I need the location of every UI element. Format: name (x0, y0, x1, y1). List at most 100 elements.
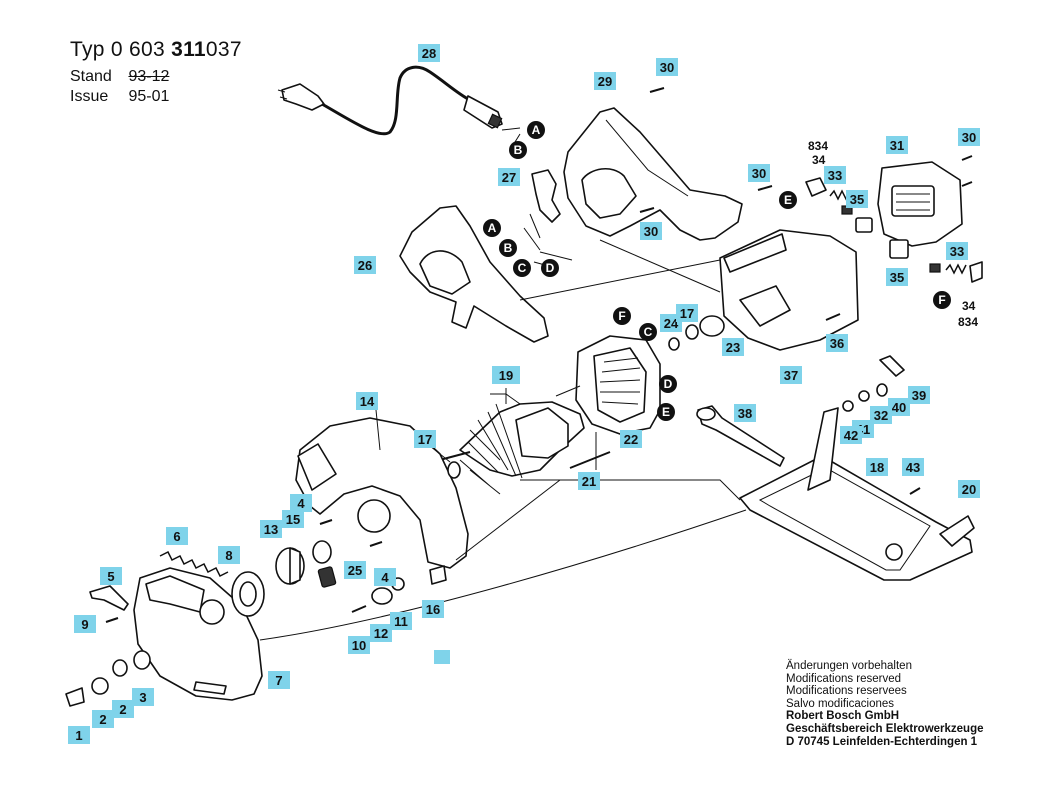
part-callout: 2 (92, 710, 114, 728)
part-callout-number: 30 (660, 60, 674, 75)
part-callout: 6 (166, 527, 188, 545)
type-prefix: 0 603 (110, 38, 165, 61)
part-callout-number: 35 (850, 192, 864, 207)
connection-letter: A (488, 221, 497, 235)
part-callout-number: 23 (726, 340, 740, 355)
connection-letter: A (532, 123, 541, 137)
assembly-lines (259, 127, 747, 641)
stand-value: 93-12 (128, 68, 170, 85)
part-callout: 37 (780, 366, 802, 384)
brushes-and-springs (805, 177, 983, 283)
part-callout: 30 (640, 222, 662, 240)
connection-letter: F (618, 309, 625, 323)
connection-label: C (513, 259, 531, 277)
variant-label: 34 (962, 299, 976, 313)
part-callout: 22 (620, 430, 642, 448)
part-callout-number: 16 (426, 602, 440, 617)
connection-label: F (613, 307, 631, 325)
part-callout-number: 2 (119, 702, 126, 717)
part-callout: 4 (290, 494, 312, 512)
connection-label: A (527, 121, 545, 139)
lower-guard (133, 567, 263, 701)
part-callout: 43 (902, 458, 924, 476)
connection-letter: B (504, 241, 513, 255)
part-callout-number: 43 (906, 460, 920, 475)
company-name: Robert Bosch GmbH (786, 710, 900, 723)
part-callout: 18 (866, 458, 888, 476)
part-callout: 10 (348, 636, 370, 654)
variant-label: 34 (812, 153, 826, 167)
connection-label: D (659, 375, 677, 393)
part-callout-number: 36 (830, 336, 844, 351)
part-callout-number: 39 (912, 388, 926, 403)
part-callout: 31 (886, 136, 908, 154)
connection-letter: D (546, 261, 555, 275)
field-coil-stator (575, 335, 661, 435)
part-callout-number: 7 (275, 673, 282, 688)
part-callout-number: 8 (225, 548, 232, 563)
empty-callout-box (434, 650, 450, 664)
part-callout-number: 33 (828, 168, 842, 183)
part-callout: 4 (374, 568, 396, 586)
part-callout-number: 37 (784, 368, 798, 383)
wrench (696, 405, 785, 467)
part-callout: 40 (888, 398, 910, 416)
part-callout: 14 (356, 392, 378, 410)
connection-letter: C (518, 261, 527, 275)
base-plate (739, 407, 975, 581)
power-cord (277, 65, 503, 136)
part-callout-number: 42 (844, 428, 858, 443)
connection-label: D (541, 259, 559, 277)
part-callout-number: 19 (499, 368, 513, 383)
part-callout-number: 30 (644, 224, 658, 239)
stand-label: Stand (70, 68, 112, 85)
part-callout: 29 (594, 72, 616, 90)
connection-letter: E (784, 193, 792, 207)
part-callout: 32 (870, 406, 892, 424)
part-callout-number: 28 (422, 46, 436, 61)
part-callout-number: 30 (752, 166, 766, 181)
part-callout-number: 4 (297, 496, 305, 511)
part-callout: 27 (498, 168, 520, 186)
part-callout-number: 32 (874, 408, 888, 423)
part-callout: 33 (946, 242, 968, 260)
part-callout: 8 (218, 546, 240, 564)
part-callout-number: 27 (502, 170, 516, 185)
connection-label: B (499, 239, 517, 257)
part-callout-number: 25 (348, 563, 362, 578)
issue-label: Issue (70, 88, 109, 105)
part-callout: 30 (656, 58, 678, 76)
company-division: Geschäftsbereich Elektrowerkzeuge (786, 722, 984, 735)
part-callout: 20 (958, 480, 980, 498)
connection-letter: D (664, 377, 673, 391)
part-callout: 38 (734, 404, 756, 422)
connection-label: B (509, 141, 527, 159)
connection-label: F (933, 291, 951, 309)
switch-assembly (523, 169, 573, 269)
company-address: D 70745 Leinfelden-Echterdingen 1 (786, 735, 978, 748)
part-callout: 12 (370, 624, 392, 642)
part-callout: 3 (132, 688, 154, 706)
handle-housing (563, 107, 743, 241)
motor-housing (719, 229, 859, 351)
part-callout: 28 (418, 44, 440, 62)
part-callout-number: 31 (890, 138, 904, 153)
part-callout-number: 20 (962, 482, 976, 497)
notes-block: Änderungen vorbehalten Modifications res… (786, 660, 984, 748)
connection-letter: B (514, 143, 523, 157)
issue-value: 95-01 (128, 88, 170, 105)
part-callouts: 2829303030302726313335353336372324171922… (68, 44, 980, 744)
part-callout: 30 (748, 164, 770, 182)
connection-letter: C (644, 325, 653, 339)
part-callout-number: 12 (374, 626, 388, 641)
note-line-4: Salvo modificaciones (786, 697, 895, 710)
small-hardware (65, 87, 973, 707)
part-callout: 17 (676, 304, 698, 322)
part-callout-number: 13 (264, 522, 278, 537)
part-callout: 17 (414, 430, 436, 448)
variant-label: 834 (808, 139, 828, 153)
part-callout: 19 (492, 366, 520, 384)
part-callout: 7 (268, 671, 290, 689)
part-callout: 23 (722, 338, 744, 356)
